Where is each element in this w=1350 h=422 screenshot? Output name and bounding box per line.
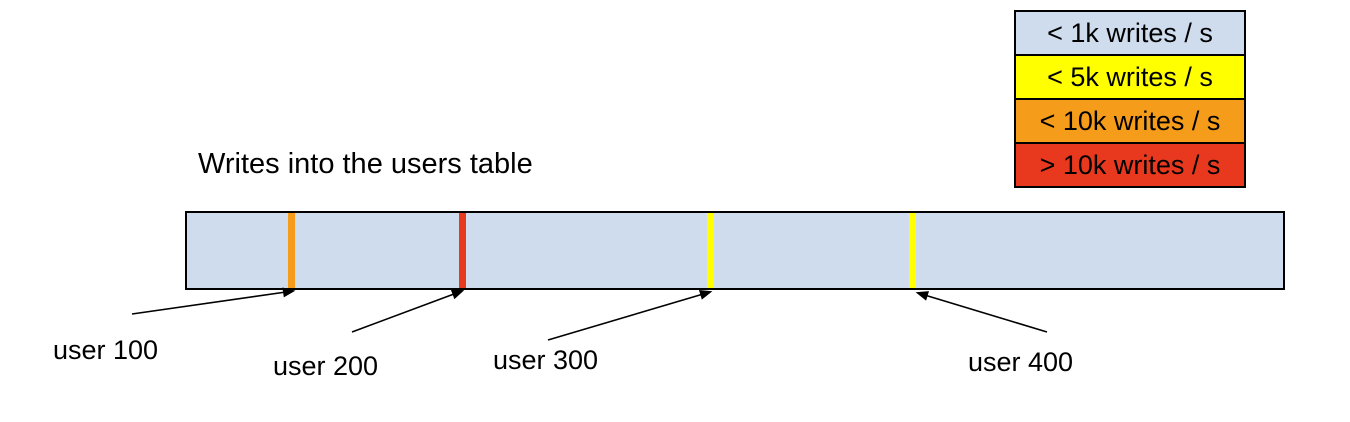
stripe-user-200 bbox=[459, 213, 466, 288]
legend-item-lt-5k: < 5k writes / s bbox=[1014, 54, 1246, 100]
legend-item-lt-10k: < 10k writes / s bbox=[1014, 98, 1246, 144]
label-user-400: user 400 bbox=[968, 347, 1074, 377]
diagram-title: Writes into the users table bbox=[198, 148, 533, 180]
arrow-user-200 bbox=[351, 289, 465, 333]
legend-item-gt-10k: > 10k writes / s bbox=[1014, 142, 1246, 188]
legend-item-label: < 1k writes / s bbox=[1047, 17, 1213, 48]
legend-item-label: < 5k writes / s bbox=[1047, 61, 1213, 92]
label-user-200: user 200 bbox=[273, 351, 379, 381]
legend: < 1k writes / s < 5k writes / s < 10k wr… bbox=[1014, 10, 1246, 188]
label-user-100: user 100 bbox=[53, 335, 159, 365]
arrow-user-400 bbox=[915, 291, 1048, 333]
label-user-300: user 300 bbox=[493, 345, 599, 375]
stripe-user-300 bbox=[707, 213, 714, 288]
users-table-bar bbox=[185, 211, 1285, 290]
legend-item-lt-1k: < 1k writes / s bbox=[1014, 10, 1246, 56]
legend-item-label: > 10k writes / s bbox=[1039, 149, 1221, 180]
arrow-user-100 bbox=[131, 287, 296, 315]
arrow-user-300 bbox=[547, 290, 713, 341]
stripe-user-100 bbox=[288, 213, 295, 288]
legend-item-label: < 10k writes / s bbox=[1039, 105, 1221, 136]
stripe-user-400 bbox=[909, 213, 916, 288]
